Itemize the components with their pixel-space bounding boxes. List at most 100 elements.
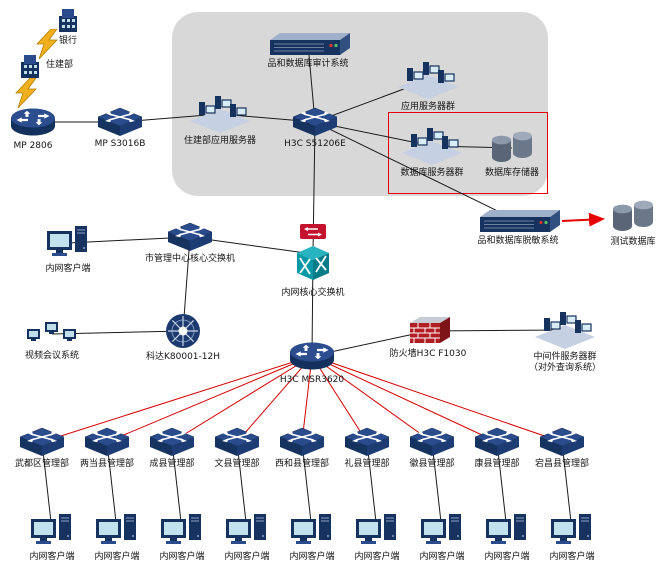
msr3620-label: H3C MSR3620 [279,375,345,385]
client-5-icon [289,512,335,550]
edge-sw-2-client-2 [106,441,118,532]
tuomin-rack-label: 品和数据库脱敏系统 [477,236,559,246]
sw-3-icon [149,427,195,457]
sw-4-label: 文县管理部 [214,459,260,469]
sw-6-label: 礼县管理部 [344,459,390,469]
mp-s3016b-icon [97,107,143,137]
client-7-label: 内网客户端 [419,552,465,562]
client-6-icon [354,512,400,550]
edge-sw-7-client-7 [431,441,443,532]
housing-label: 住建部 [46,60,74,70]
edge-sw-9-client-9 [561,441,573,532]
db-storage-label: 数据库存储器 [484,168,539,178]
edge-msr3620-sw-7 [311,355,433,443]
sw-9-icon [539,427,585,457]
middleware-label: 中间件服务器群 （对外查询系统） [528,352,601,373]
test-db-label: 测试数据库 [610,237,656,247]
edge-msr3620-sw-5 [301,355,313,443]
client-2-icon [94,512,140,550]
app-cluster-icon [398,60,458,100]
sw-3-label: 成县管理部 [149,459,195,469]
app-cluster-label: 应用服务器群 [400,102,455,112]
edge-msr3620-sw-8 [311,355,498,443]
client-2-label: 内网客户端 [94,552,140,562]
db-cluster-label: 数据库服务器群 [400,168,464,178]
edge-sw-6-client-6 [366,441,378,532]
msr3620-icon [288,339,336,373]
edge-msr3620-sw-4 [236,355,313,443]
core-switch-label: 内网核心交换机 [281,288,345,298]
app-housing-label: 住建部应用服务器 [183,136,256,146]
client-8-label: 内网客户端 [484,552,530,562]
test-db-icon [611,199,655,235]
sw-5-label: 西和县管理部 [274,459,329,469]
firewall-label: 防火墙H3C F1030 [389,349,467,359]
db-cluster-icon [402,126,462,166]
video-system-label: 视频会议系统 [24,351,79,361]
edge-firewall-middleware [427,329,566,332]
bank-label: 银行 [58,36,77,46]
client-1-label: 内网客户端 [29,552,75,562]
client-left-icon [45,224,91,262]
mp-2806-icon [9,105,57,139]
city-core-switch-icon [167,222,213,252]
client-3-icon [159,512,205,550]
bank-icon [55,6,81,34]
client-8-icon [484,512,530,550]
sw-2-icon [84,427,130,457]
client-3-label: 内网客户端 [159,552,205,562]
video-system-icon [25,319,79,349]
client-7-icon [419,512,465,550]
database-highlight-box [388,112,548,194]
sw-8-label: 康县管理部 [474,459,520,469]
client-6-label: 内网客户端 [354,552,400,562]
audit-rack-icon [266,31,350,57]
db-storage-icon [490,130,534,166]
s51206e-label: H3C S51206E [284,139,346,149]
sw-8-icon [474,427,520,457]
edge-msr3620-sw-9 [311,355,563,443]
sw-4-icon [214,427,260,457]
firewall-icon [405,315,451,347]
sw-7-icon [409,427,455,457]
app-housing-icon [190,94,250,134]
sw-2-label: 两当县管理部 [79,459,134,469]
lightning-2-icon [13,78,39,108]
client-5-label: 内网客户端 [289,552,335,562]
sw-5-icon [279,427,325,457]
middleware-icon [535,310,595,350]
mcu-keda-label: 科达K80001-12H [146,352,220,362]
client-4-icon [224,512,270,550]
edge-sw-1-client-1 [41,441,53,532]
sw-7-label: 徽县管理部 [409,459,455,469]
sw-1-label: 武都区管理部 [14,459,69,469]
sw-1-icon [19,427,65,457]
mp-s3016b-label: MP S3016B [94,139,146,149]
edge-msr3620-sw-1 [41,355,313,443]
s51206e-icon [292,107,338,137]
edge-sw-4-client-4 [236,441,248,532]
city-core-switch-label: 市管理中心核心交换机 [144,254,235,264]
edge-msr3620-sw-2 [106,355,313,443]
audit-rack-label: 品和数据库审计系统 [267,59,349,69]
client-left-label: 内网客户端 [45,264,91,274]
edge-sw-8-client-8 [496,441,508,532]
client-9-label: 内网客户端 [549,552,595,562]
edge-s51206e-tuomin-rack [314,121,519,222]
mp-2806-label: MP 2806 [13,141,53,151]
sw-9-label: 宕昌县管理部 [534,459,589,469]
tuomin-rack-icon [476,208,560,234]
client-1-icon [29,512,75,550]
core-switch-icon [293,222,333,286]
edge-sw-3-client-3 [171,441,183,532]
edge-sw-5-client-5 [301,441,313,532]
client-9-icon [549,512,595,550]
client-4-label: 内网客户端 [224,552,270,562]
mcu-keda-icon [164,312,202,350]
edge-msr3620-sw-6 [311,355,368,443]
housing-icon [17,52,43,80]
lightning-1-icon [34,29,60,59]
edge-tuomin-rack-test-db [561,212,605,227]
sw-6-icon [344,427,390,457]
